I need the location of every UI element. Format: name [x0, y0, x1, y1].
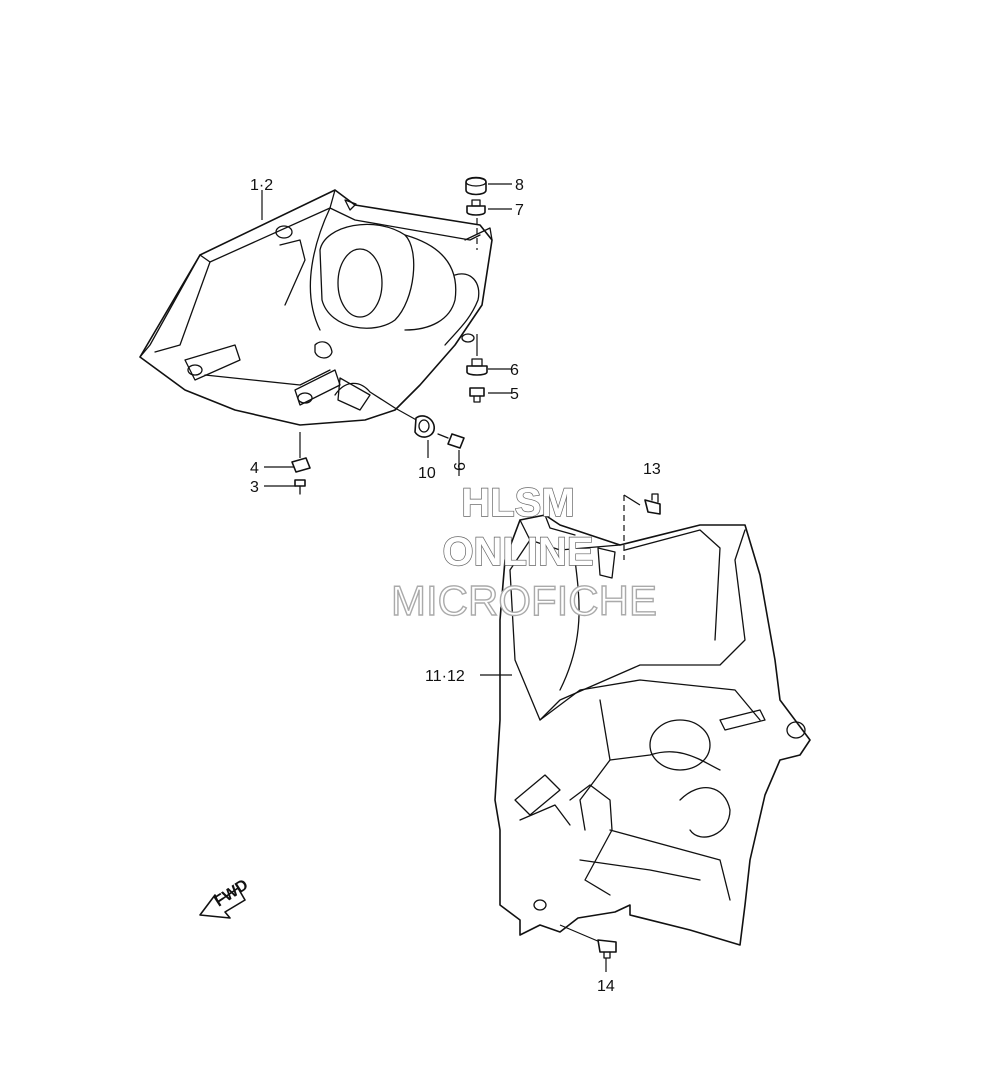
callout-8: 8 [515, 177, 524, 194]
callout-4: 4 [250, 460, 259, 477]
watermark-line-1: HLSM [461, 481, 574, 525]
callout-9: 9 [450, 462, 467, 471]
callout-3: 3 [250, 479, 259, 496]
part-10-grommet [414, 415, 435, 438]
callout-14: 14 [597, 978, 615, 995]
part-9-bolt [437, 433, 465, 449]
watermark-line-3: MICROFICHE [391, 577, 657, 624]
part-5-bolt [469, 387, 485, 403]
part-7-collar [466, 199, 486, 216]
callout-6: 6 [510, 362, 519, 379]
leaders-lower [480, 494, 641, 972]
watermark-line-2: ONLINE [442, 530, 593, 574]
fwd-arrow-icon: FWD [199, 876, 251, 919]
callout-labels: 1·2 4 3 8 7 6 5 10 9 13 11·12 14 [250, 177, 661, 995]
part-13-clip [644, 493, 661, 515]
callout-1-2: 1·2 [250, 177, 273, 194]
part-cover-upper [139, 189, 493, 426]
callout-5: 5 [510, 386, 519, 403]
part-3-screw [294, 479, 306, 495]
callout-11-12: 11·12 [425, 668, 465, 685]
part-14-clip [597, 939, 617, 959]
callout-13: 13 [643, 461, 661, 478]
part-6-collar [466, 358, 488, 376]
part-8-grommet [465, 176, 487, 196]
callout-7: 7 [515, 202, 524, 219]
watermark: HLSM ONLINE MICROFICHE [390, 480, 657, 624]
callout-10: 10 [418, 465, 436, 482]
part-cover-lower [494, 514, 811, 946]
part-4-nut [291, 457, 311, 473]
leaders-upper [261, 183, 512, 487]
